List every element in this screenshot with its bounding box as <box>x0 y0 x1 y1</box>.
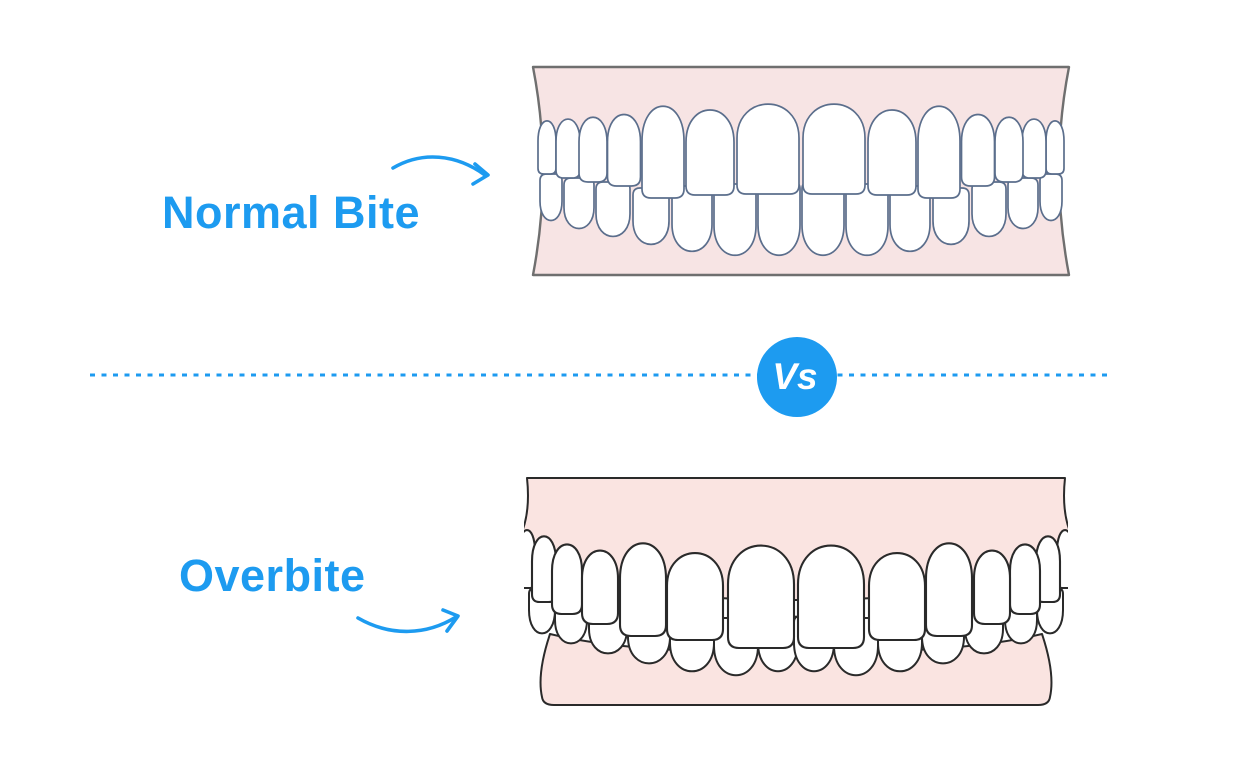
vs-divider-line <box>90 373 1110 377</box>
curved-arrow-down-right-icon <box>391 155 490 186</box>
vs-badge: Vs <box>757 337 837 417</box>
vs-badge-label: Vs <box>772 356 818 397</box>
overbite-label: Overbite <box>179 550 366 601</box>
curved-arrow-up-right-icon <box>356 608 460 634</box>
overbite-illustration <box>524 477 1068 706</box>
normal-bite-illustration <box>531 65 1071 277</box>
normal-bite-label: Normal Bite <box>162 187 421 238</box>
